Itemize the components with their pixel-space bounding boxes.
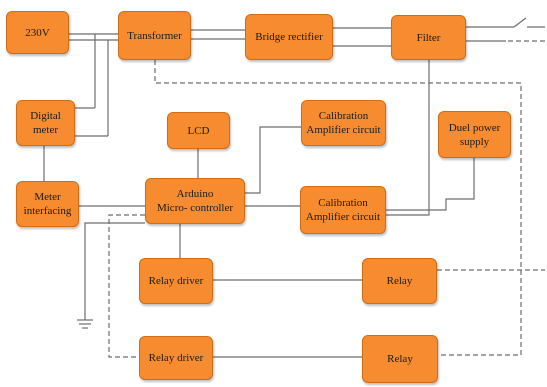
block-lcd: LCD — [167, 112, 230, 149]
block-relay-driver-2: Relay driver — [139, 336, 213, 380]
wire-arduino-relay-driver2 — [108, 214, 145, 358]
block-calibration-amplifier-top: Calibration Amplifier circuit — [301, 100, 386, 146]
wire-filter-cal-bottom — [386, 60, 430, 216]
wire-power-cal-bottom — [386, 158, 475, 211]
block-230v: 230V — [6, 11, 69, 54]
block-calibration-amplifier-bottom: Calibration Amplifier circuit — [300, 186, 386, 234]
block-relay-2: Relay — [362, 335, 438, 383]
wire-dashed-right-loop — [154, 60, 522, 356]
block-relay-1: Relay — [362, 258, 437, 304]
wire-ground — [84, 222, 145, 320]
block-arduino: Arduino Micro- controller — [145, 178, 245, 224]
block-digital-meter: Digital meter — [16, 100, 75, 146]
block-transformer: Transformer — [118, 11, 191, 60]
block-duel-power-supply: Duel power supply — [438, 111, 511, 158]
block-meter-interfacing: Meter interfacing — [16, 181, 79, 227]
switch-blade — [513, 17, 527, 28]
wire-arduino-cal-top — [245, 126, 301, 194]
block-filter: Filter — [391, 15, 466, 60]
block-relay-driver-1: Relay driver — [139, 258, 213, 304]
block-bridge-rectifier: Bridge rectifier — [245, 14, 333, 60]
